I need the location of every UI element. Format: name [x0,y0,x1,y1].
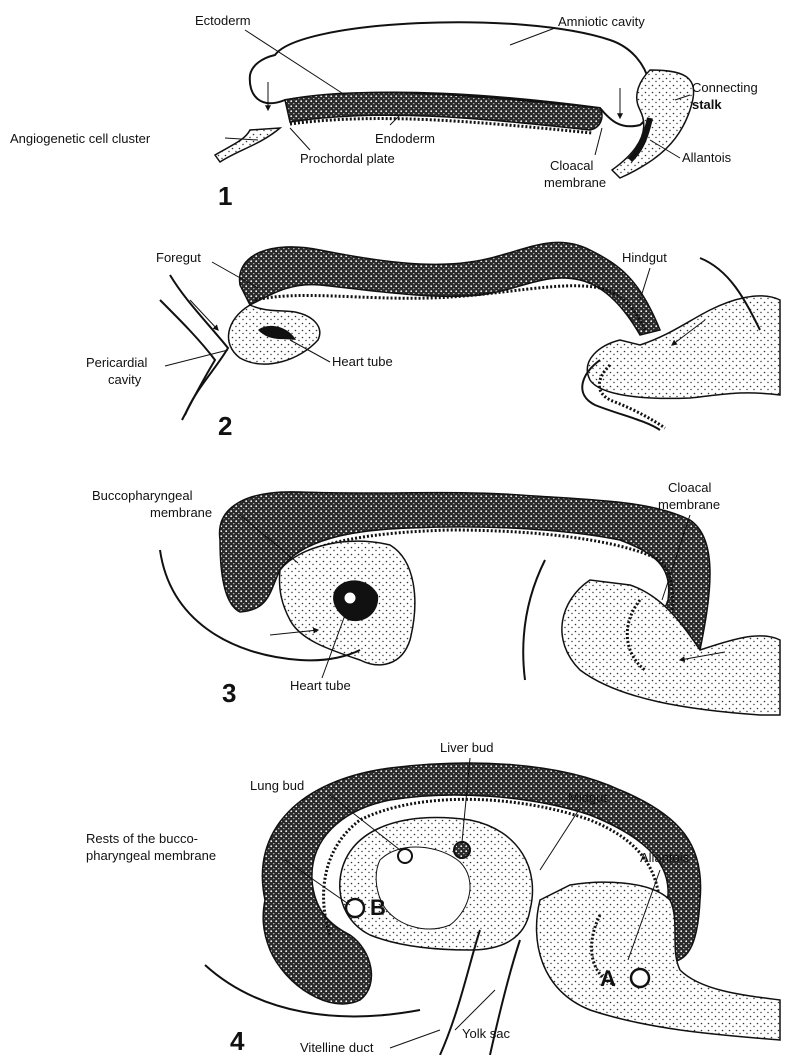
label-lung-bud: Lung bud [250,778,304,793]
label-midgut: Midgut [568,790,607,805]
liver-bud-shape [454,842,470,858]
leader-amniotic [510,28,555,45]
leader-midgut [540,808,580,870]
panel-1: Ectoderm Amniotic cavity Connecting stal… [10,13,758,211]
leader-ectoderm [245,30,345,95]
leader-vitelline [390,1030,440,1048]
label-hindgut: Hindgut [622,250,667,265]
label-vitelline-duct: Vitelline duct [300,1040,374,1055]
panel-number-4: 4 [230,1026,245,1055]
label-heart-tube-3: Heart tube [290,678,351,693]
leader-prochordal [290,128,310,150]
letter-a: A [600,966,616,991]
label-allantois-4: Allantois [640,850,690,865]
label-bucco: Buccopharyngeal [92,488,193,503]
label-allantois-1: Allantois [682,150,732,165]
leader-hindgut [640,268,650,300]
heart-lumen-3 [344,592,356,604]
label-rests: Rests of the bucco- [86,831,198,846]
label-membrane-1: membrane [544,175,606,190]
label-angiogenetic: Angiogenetic cell cluster [10,131,151,146]
label-ectoderm: Ectoderm [195,13,251,28]
panel-4: Liver bud Lung bud Midgut Rests of the b… [86,740,780,1055]
letter-b: B [370,895,386,920]
panel-number-2: 2 [218,411,232,441]
panel-number-1: 1 [218,181,232,211]
label-bucco-membrane: membrane [150,505,212,520]
embryonic-disc [285,92,602,130]
label-cloacal-3: Cloacal [668,480,711,495]
label-membrane-3: membrane [658,497,720,512]
hindgut-region-4 [537,882,780,1040]
label-prochordal: Prochordal plate [300,151,395,166]
lung-bud-shape [398,849,412,863]
panel-number-3: 3 [222,678,236,708]
label-connecting: Connecting [692,80,758,95]
label-cloacal-1: Cloacal [550,158,593,173]
fold-arrow-2a [190,300,218,330]
pericardial-wall-2 [170,275,228,415]
label-cavity: cavity [108,372,142,387]
panel-2: Foregut Hindgut Pericardial cavity Heart… [86,242,780,441]
label-yolk-sac: Yolk sac [462,1026,510,1041]
yolk-sac-wall-left [215,128,280,162]
label-heart-tube-2: Heart tube [332,354,393,369]
rests-circle-shape [346,899,364,917]
cloaca-wall-3 [523,560,545,680]
label-stalk: stalk [692,97,722,112]
leader-cloacal [595,128,602,155]
label-rests-2: pharyngeal membrane [86,848,216,863]
label-endoderm: Endoderm [375,131,435,146]
label-foregut: Foregut [156,250,201,265]
label-amniotic-cavity: Amniotic cavity [558,14,645,29]
cloaca-circle-shape [631,969,649,987]
panel-3: Buccopharyngeal membrane Cloacal membran… [92,480,780,715]
label-liver-bud: Liver bud [440,740,493,755]
label-pericardial: Pericardial [86,355,148,370]
